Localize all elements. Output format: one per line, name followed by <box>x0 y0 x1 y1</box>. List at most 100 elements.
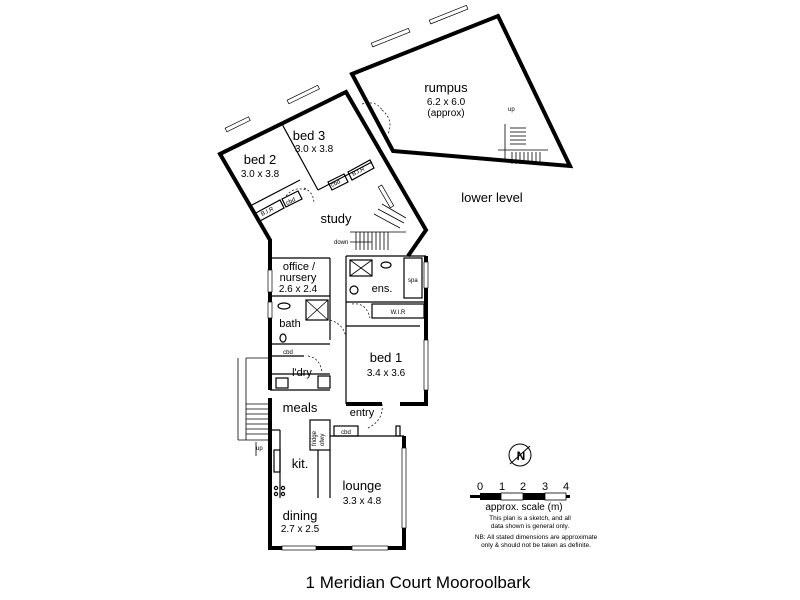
scale-segment <box>523 493 545 500</box>
rumpus-extra: (approx) <box>427 108 464 119</box>
bed3-cbd <box>327 173 349 191</box>
bed3-cbd-label: cbd <box>330 179 341 189</box>
compass-needle <box>509 445 531 465</box>
rumpus-door-swing <box>381 109 391 135</box>
scale-note-2: data shown is general only. <box>491 523 569 530</box>
bed3-name: bed 3 <box>293 128 326 143</box>
ens-name: ens. <box>372 283 393 295</box>
bed1-size: 3.4 x 3.6 <box>367 368 406 379</box>
scale-note-3: NB: All stated dimensions are approximat… <box>475 534 598 541</box>
bed1-window <box>423 339 429 391</box>
lower-level-label: lower level <box>461 190 523 205</box>
cooktop-burner <box>280 485 286 491</box>
bath-cbd-label: cbd <box>283 350 293 356</box>
compass: N <box>508 443 532 467</box>
dining-window <box>281 545 317 551</box>
bed2-lower-wall <box>249 179 301 207</box>
bath-name: bath <box>279 318 300 330</box>
rumpus-walls <box>349 13 574 169</box>
scale-note-4: only & should not be taken as definite. <box>481 542 591 549</box>
entry-cbd <box>333 425 359 437</box>
rumpus-size: 6.2 x 6.0 <box>427 97 466 108</box>
lounge-name: lounge <box>342 478 381 493</box>
ens-window <box>423 261 429 289</box>
scale-tick-0: 0 <box>477 481 483 493</box>
dining-name: dining <box>283 508 318 523</box>
bath-toilet <box>279 333 287 343</box>
wir-label: W.I.R <box>391 310 406 316</box>
rumpus-stairs <box>498 124 548 164</box>
bed3-size: 3.0 x 3.8 <box>295 144 334 155</box>
west-stairs <box>237 357 270 456</box>
cooktop-burner <box>273 485 279 491</box>
scale-tick-2: 2 <box>520 481 526 493</box>
main-wing: office / nursery 2.6 x 2.4 bath cbd l'dr… <box>237 255 429 551</box>
meals-name: meals <box>283 400 318 415</box>
fridge-pantry <box>309 419 331 451</box>
bed2-door-swing <box>285 188 307 197</box>
ofwy-label: ofwy <box>320 434 326 446</box>
ens-spa <box>403 257 423 299</box>
ldry-door-swing <box>307 355 323 373</box>
rumpus-door-swing <box>361 102 383 111</box>
bath-shower <box>305 299 329 321</box>
bed2-bed3-partition <box>281 123 319 191</box>
rumpus-name: rumpus <box>424 80 468 95</box>
scale-segment <box>500 492 524 501</box>
lounge-window <box>351 545 389 551</box>
bed3-door-swing <box>303 187 315 205</box>
ldry-name: l'dry <box>292 367 312 379</box>
bed1-outer-wall <box>400 256 428 406</box>
compass-letter: N <box>517 449 526 463</box>
entry-name: entry <box>350 407 375 419</box>
scale-segment <box>544 492 567 501</box>
kit-name: kit. <box>292 456 309 471</box>
bath-window <box>267 301 273 319</box>
office-window <box>267 269 273 293</box>
lounge-side-window <box>401 447 407 529</box>
dining-size: 2.7 x 2.5 <box>281 524 320 535</box>
rumpus-area: up rumpus 6.2 x 6.0 (approx) <box>349 4 574 169</box>
scale-segment <box>480 493 501 500</box>
spa-label: spa <box>408 278 418 284</box>
bed1-name: bed 1 <box>370 350 403 365</box>
bed1-door-swing <box>351 303 371 319</box>
upper-wing-walls <box>217 89 429 260</box>
ldry-cupboard <box>317 375 331 389</box>
lounge-size: 3.3 x 4.8 <box>343 496 382 507</box>
bed1-wir <box>371 303 425 319</box>
ens-shower <box>349 259 373 277</box>
upper-wing: B.I.R cbd cbd B.I.R down bed 3 3. <box>217 84 429 260</box>
cooktop-burner <box>280 491 286 497</box>
west-stairs-up-label: up <box>256 446 263 452</box>
scale-tick-3: 3 <box>542 481 548 493</box>
ldry-trough <box>275 377 289 389</box>
scale-bar: 0 1 2 3 4 approx. scale (m) This plan is… <box>470 481 598 549</box>
ens-toilet <box>349 285 359 295</box>
rumpus-up-label: up <box>508 107 515 113</box>
bed2-cbd-label: cbd <box>285 197 296 207</box>
rumpus-window <box>428 4 469 25</box>
bed2-name: bed 2 <box>244 152 277 167</box>
bed2-window <box>224 116 251 133</box>
ens-basin <box>380 261 392 269</box>
office-name-line1: office / <box>283 261 316 273</box>
entry-door-frame <box>395 425 401 437</box>
rumpus-window <box>370 27 411 48</box>
scale-tick-4: 4 <box>563 481 569 493</box>
scale-tick-1: 1 <box>499 481 505 493</box>
study-window <box>377 184 395 209</box>
bed3-bir-label: B.I.R <box>351 166 366 178</box>
study-down-label: down <box>334 240 348 246</box>
cooktop-burner <box>273 491 279 497</box>
bed2-bir <box>253 199 285 223</box>
office-size: 2.6 x 2.4 <box>279 284 318 295</box>
bed2-size: 3.0 x 3.8 <box>241 169 280 180</box>
office-name-line2: nursery <box>280 272 317 284</box>
scale-note-1: This plan is a sketch, and all <box>489 515 571 522</box>
kitchen-sink <box>273 449 281 473</box>
bed2-bir-label: B.I.R <box>260 206 275 218</box>
bed3-bir <box>347 159 375 181</box>
scale-label: approx. scale (m) <box>485 502 562 513</box>
